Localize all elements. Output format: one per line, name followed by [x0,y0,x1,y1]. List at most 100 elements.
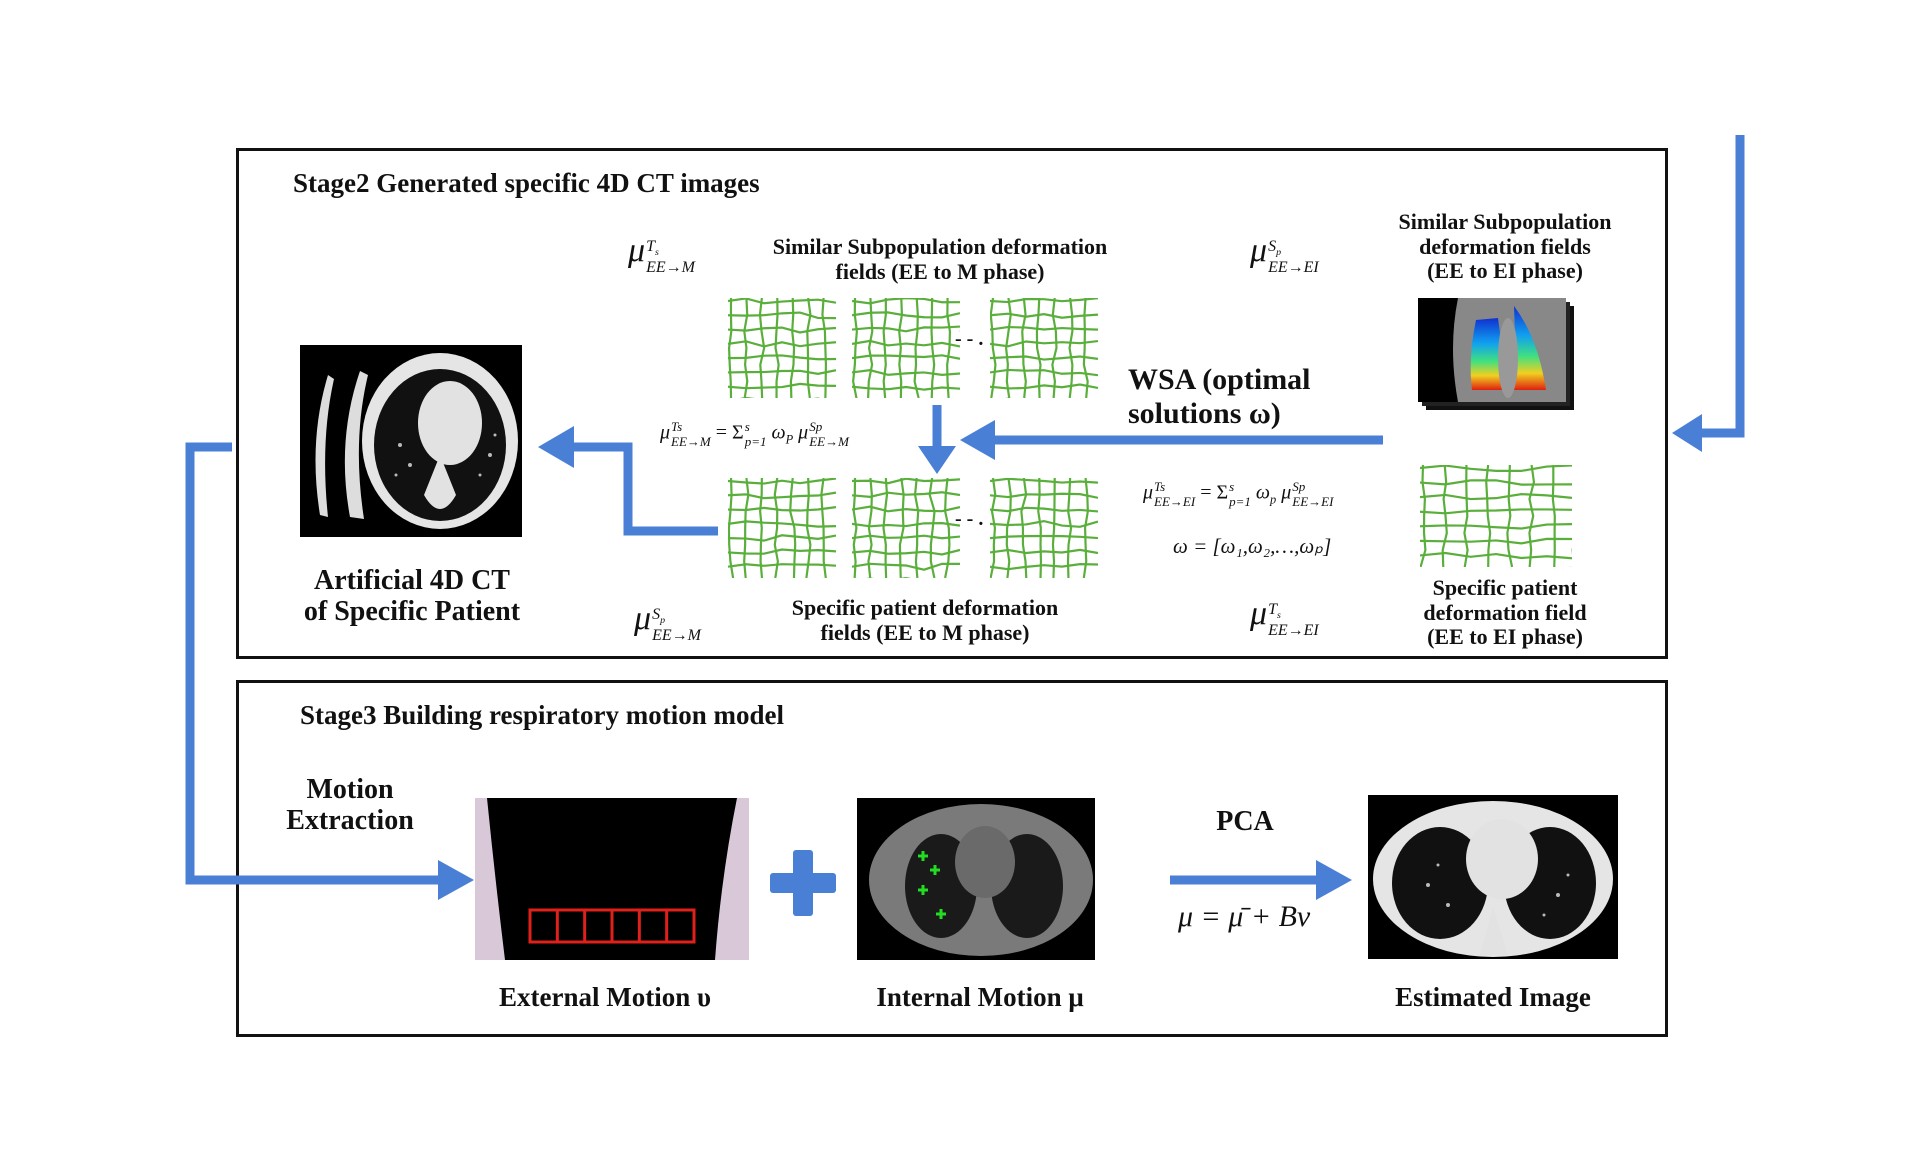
grid-line [1035,298,1042,398]
similar-m-label-line2: fields (EE to M phase) [835,258,1045,284]
grid-line [728,520,836,528]
grid-line [852,325,960,333]
grid-line [990,478,1098,484]
similar-ei-label: Similar Subpopulation deformation fields… [1360,209,1650,284]
grid-line [852,298,858,398]
grid-line [852,548,960,556]
grid-line [930,298,936,398]
estimated-image-label: Estimated Image [1395,982,1591,1012]
similar-ei-label-line2: deformation fields [1419,233,1591,259]
specific-ei-label-line1: Specific patient [1432,575,1578,600]
grid-line [1463,465,1469,567]
artificial-4d-ct-label-line1: Artificial 4D CT [314,565,510,596]
grid-line [1082,298,1089,398]
grid-line [990,548,1098,555]
grid-line [821,298,828,398]
grid-line [882,478,889,578]
specific-ei-label-line2: deformation field [1423,599,1587,625]
internal-marker [918,851,928,861]
grid-line [852,534,960,540]
similar-grid-1 [728,298,836,398]
grid-line [867,478,873,578]
grid-line [852,491,960,498]
motion-extraction-label: Motion Extraction [250,774,450,837]
grid-line [774,298,780,398]
grid-line [898,298,904,398]
stage2-title: Stage2 Generated specific 4D CT images [293,168,760,198]
grid-line [1420,479,1572,486]
grid-line [806,298,812,398]
specific-m-label-line1: Specific patient deformation [791,595,1059,620]
similar-grid-n [990,298,1098,398]
pca-formula: μ = μ̄ + Bν [1178,900,1311,933]
grid-line [789,298,796,398]
grid-line [990,519,1098,528]
grid-line [867,298,874,398]
grid-line [852,385,960,391]
grid-line [852,298,960,305]
grid-line [990,368,1098,377]
grid-line [1485,465,1492,567]
grid-line [1441,465,1448,567]
grid-line [728,506,836,512]
incoming-arrowhead [1672,414,1702,452]
grid-line [1051,298,1058,398]
grid-line [990,383,1098,390]
specific-ei-label: Specific patient deformation field (EE t… [1370,575,1640,650]
motion-extraction-line1: Motion [306,774,394,805]
grid-line [946,298,952,398]
grid-line [728,478,836,485]
grid-line [728,478,735,578]
grid-line [1506,465,1514,567]
grid-line [1082,478,1089,578]
similar-ei-label-line1: Similar Subpopulation [1398,209,1612,234]
artificial-4d-ct-label: Artificial 4D CT of Specific Patient [262,565,562,628]
motion-extraction-line2: Extraction [286,805,414,837]
grid-line [1420,508,1572,515]
grid-line [773,478,779,578]
grid-line [1420,465,1572,473]
grid-line [743,298,749,398]
grid-line [728,298,836,305]
grid-line [820,478,827,578]
grid-line [852,562,960,571]
grid-line [1021,298,1027,398]
specific-grid-ellipsis: - - . [955,508,984,530]
grid-line [728,354,836,361]
grid-line [1420,537,1572,545]
omega-definition: ω = [ω₁,ω₂,…,ωₚ] [1173,534,1332,558]
specific-ei-grid [1420,465,1572,567]
grid-line [852,369,960,376]
grid-line [852,354,960,360]
specific-grid-n [990,478,1098,578]
grid-line [728,369,836,376]
grid-line [852,478,858,578]
grid-line [728,326,836,334]
similar-m-label-line1: Similar Subpopulation deformation [772,234,1108,259]
grid-line [728,340,836,348]
grid-line [1528,465,1536,567]
specific-grid-1 [728,478,836,578]
grid-line [743,478,750,578]
internal-marker [936,909,946,919]
similar-ei-label-line3: (EE to EI phase) [1427,258,1583,284]
estimated-image [1368,795,1618,959]
grid-line [1420,465,1427,567]
grid-line [882,298,887,398]
similar-grid-ellipsis: - - . [955,328,984,350]
wsa-label: WSA (optimal solutions ω) [1128,363,1311,430]
grid-line [990,298,1098,304]
grid-line [758,298,766,398]
grid-line [990,298,997,398]
grid-line [728,382,836,390]
internal-motion-label: Internal Motion μ [876,982,1084,1012]
grid-line [1005,478,1012,578]
incoming-arrow-line [1700,135,1745,438]
internal-marker [918,885,928,895]
stage3-title: Stage3 Building respiratory motion model [300,700,785,730]
internal-marker [930,865,940,875]
